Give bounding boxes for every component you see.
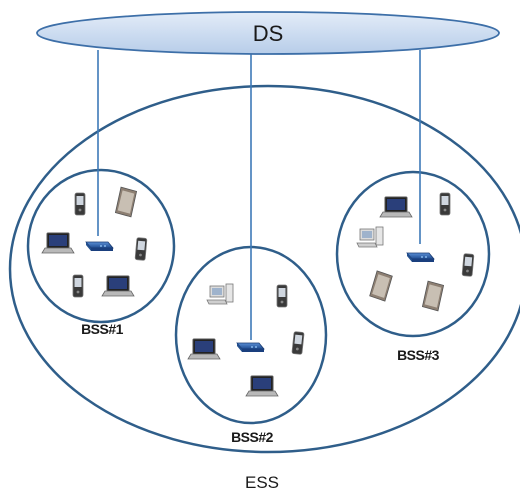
bss-1-boundary (26, 168, 176, 324)
bss-3-devices (356, 192, 475, 312)
bss-1-devices (41, 186, 148, 298)
bss-3-boundary (335, 170, 491, 338)
tablet-icon (421, 280, 445, 312)
bss-2-devices (187, 283, 305, 397)
bss-1-label: BSS#1 (81, 321, 124, 337)
tablet-icon (114, 186, 138, 218)
desktop-icon (356, 226, 384, 248)
laptop-icon (245, 375, 279, 397)
tablet-icon (368, 269, 394, 303)
phone-icon (74, 192, 86, 216)
access-point-icon (406, 252, 435, 263)
ess-boundary (8, 84, 520, 454)
phone-icon (72, 274, 84, 298)
laptop-icon (187, 338, 221, 360)
phone-icon (291, 331, 305, 355)
desktop-icon (206, 283, 234, 305)
ds-label: DS (253, 21, 284, 46)
phone-icon (276, 284, 288, 308)
laptop-icon (101, 275, 135, 297)
ds-shape (36, 11, 500, 55)
ess-label: ESS (245, 473, 279, 492)
bss-3-label: BSS#3 (397, 347, 440, 363)
phone-icon (439, 192, 451, 216)
laptop-icon (379, 196, 413, 218)
phone-icon (134, 237, 148, 261)
access-point-icon (85, 241, 114, 252)
access-point-icon (236, 342, 265, 353)
bss-2-label: BSS#2 (231, 429, 274, 445)
phone-icon (461, 253, 475, 277)
laptop-icon (41, 232, 75, 254)
